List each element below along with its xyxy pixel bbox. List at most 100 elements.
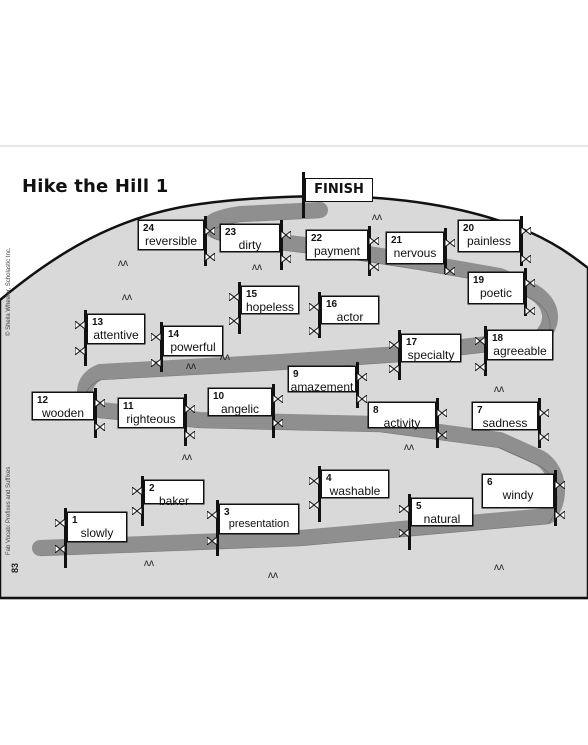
- flag-pole: [64, 508, 67, 568]
- space-number: 5: [416, 501, 422, 512]
- flag-tie-icon: [272, 390, 284, 405]
- grass-tuft: ᴧᴧ: [144, 558, 154, 569]
- flag-pole: [141, 476, 144, 526]
- space-word: angelic: [220, 402, 260, 416]
- space-number: 9: [293, 369, 299, 380]
- flag-tie-icon: [436, 426, 448, 441]
- book-title-text: Fab Vocab: Prefixes and Suffixes: [6, 466, 12, 555]
- space-number: 10: [213, 391, 225, 402]
- flag-tie-icon: [206, 532, 218, 547]
- finish-pole: [302, 172, 305, 218]
- flag-pole: [318, 292, 321, 338]
- space-number: 24: [143, 223, 155, 234]
- flag-pole: [524, 268, 527, 316]
- space-number: 2: [149, 483, 155, 494]
- flag-tie-icon: [554, 476, 566, 491]
- flag-pole: [398, 330, 401, 380]
- flag-pole: [184, 394, 187, 446]
- space-word: agreeable: [493, 344, 547, 358]
- space-word: painless: [466, 234, 512, 248]
- flag-tie-icon: [206, 506, 218, 521]
- flag-pole: [368, 226, 371, 276]
- flag-pole: [272, 384, 275, 438]
- space-word: actor: [336, 310, 364, 324]
- space-number: 14: [168, 329, 180, 340]
- flag-pole: [238, 282, 241, 334]
- flag-pole: [538, 398, 541, 448]
- space-number: 16: [326, 299, 338, 310]
- finish-sign: FINISH: [305, 178, 373, 202]
- flag-tie-icon: [398, 500, 410, 515]
- flag-tie-icon: [554, 506, 566, 521]
- flag-tie-icon: [184, 426, 196, 441]
- flag-tie-icon: [474, 332, 486, 347]
- flag-tie-icon: [74, 316, 86, 331]
- flag-tie-icon: [520, 250, 532, 265]
- flag-tie-icon: [184, 400, 196, 415]
- flag-tie-icon: [444, 234, 456, 249]
- page-number: 83: [10, 562, 20, 573]
- flag-tie-icon: [368, 232, 380, 247]
- flag-tie-icon: [388, 360, 400, 375]
- flag-tie-icon: [280, 250, 292, 265]
- space-number: 18: [492, 333, 504, 344]
- space-number: 4: [326, 473, 332, 484]
- flag-tie-icon: [520, 222, 532, 237]
- page-title: Hike the Hill 1: [22, 176, 169, 197]
- space-word: washable: [329, 484, 381, 498]
- flag-tie-icon: [272, 414, 284, 429]
- space-number: 12: [37, 395, 49, 406]
- space-word: payment: [313, 244, 361, 258]
- flag-pole: [436, 398, 439, 448]
- space-number: 23: [225, 227, 237, 238]
- space-number: 22: [311, 233, 323, 244]
- flag-pole: [94, 388, 97, 438]
- space-word: dirty: [238, 238, 262, 252]
- flag-pole: [520, 216, 523, 266]
- space-word: hopeless: [245, 300, 295, 314]
- space-word: presentation: [228, 518, 290, 530]
- grass-tuft: ᴧᴧ: [220, 352, 230, 363]
- flag-pole: [356, 362, 359, 408]
- grass-tuft: ᴧᴧ: [404, 442, 414, 453]
- flag-tie-icon: [131, 482, 143, 497]
- flag-pole: [484, 326, 487, 376]
- flag-pole: [204, 216, 207, 266]
- space-word: natural: [423, 512, 461, 526]
- copyright-text: © Sheila Wheeler, Scholastic Inc.: [6, 247, 12, 336]
- space-word: baker: [158, 494, 190, 508]
- flag-tie-icon: [538, 404, 550, 419]
- flag-tie-icon: [308, 472, 320, 487]
- space-word: specialty: [407, 348, 455, 362]
- flag-pole: [216, 500, 219, 556]
- flag-tie-icon: [388, 336, 400, 351]
- flag-pole: [280, 220, 283, 270]
- flag-tie-icon: [356, 390, 368, 405]
- space-number: 11: [123, 401, 134, 412]
- space-word: reversible: [144, 234, 198, 248]
- space-number: 3: [224, 507, 230, 518]
- flag-tie-icon: [131, 502, 143, 517]
- flag-tie-icon: [524, 274, 536, 289]
- flag-pole: [554, 470, 557, 526]
- grass-tuft: ᴧᴧ: [122, 292, 132, 303]
- space-number: 15: [246, 289, 258, 300]
- space-number: 20: [463, 223, 475, 234]
